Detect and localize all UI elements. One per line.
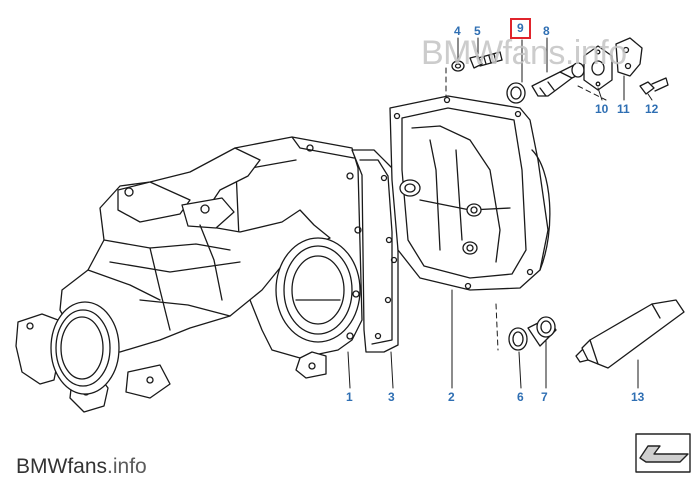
part-8-plug — [506, 62, 585, 104]
watermark: BMWfans.info — [421, 34, 627, 72]
assembly-lines — [445, 67, 607, 351]
part-2-rear-cover — [389, 95, 551, 291]
footer-brand-name: BMWfans — [16, 455, 108, 478]
part-7-drain-plug — [527, 316, 557, 347]
callout-7[interactable]: 7 — [541, 390, 548, 404]
callout-1[interactable]: 1 — [346, 390, 353, 404]
part-4-washer — [451, 60, 465, 72]
callout-9[interactable]: 9 — [510, 18, 531, 39]
arrow-down-left-icon[interactable] — [635, 433, 691, 473]
part-12-bolt — [639, 77, 669, 95]
callout-2[interactable]: 2 — [448, 390, 455, 404]
part-6-seal-ring — [508, 327, 528, 351]
part-3-gasket — [351, 149, 399, 353]
part-11-bracket — [615, 37, 643, 77]
leader-lines — [347, 37, 653, 389]
callout-4[interactable]: 4 — [454, 24, 461, 38]
callout-5[interactable]: 5 — [474, 24, 481, 38]
footer-brand: BMWfans.info — [16, 455, 147, 479]
callout-11[interactable]: 11 — [617, 102, 630, 116]
part-10-gasket-plate — [583, 45, 613, 91]
part-5-bolt — [469, 51, 503, 69]
part-1-housing — [15, 136, 363, 413]
callout-13[interactable]: 13 — [631, 390, 645, 404]
part-13-sealant-tube — [575, 299, 685, 369]
callout-6[interactable]: 6 — [517, 390, 524, 404]
callout-8[interactable]: 8 — [543, 24, 550, 38]
callout-12[interactable]: 12 — [645, 102, 659, 116]
footer-brand-tld: .info — [107, 455, 147, 478]
nav-button-frame — [635, 433, 691, 473]
callout-10[interactable]: 10 — [595, 102, 609, 116]
callout-3[interactable]: 3 — [388, 390, 395, 404]
